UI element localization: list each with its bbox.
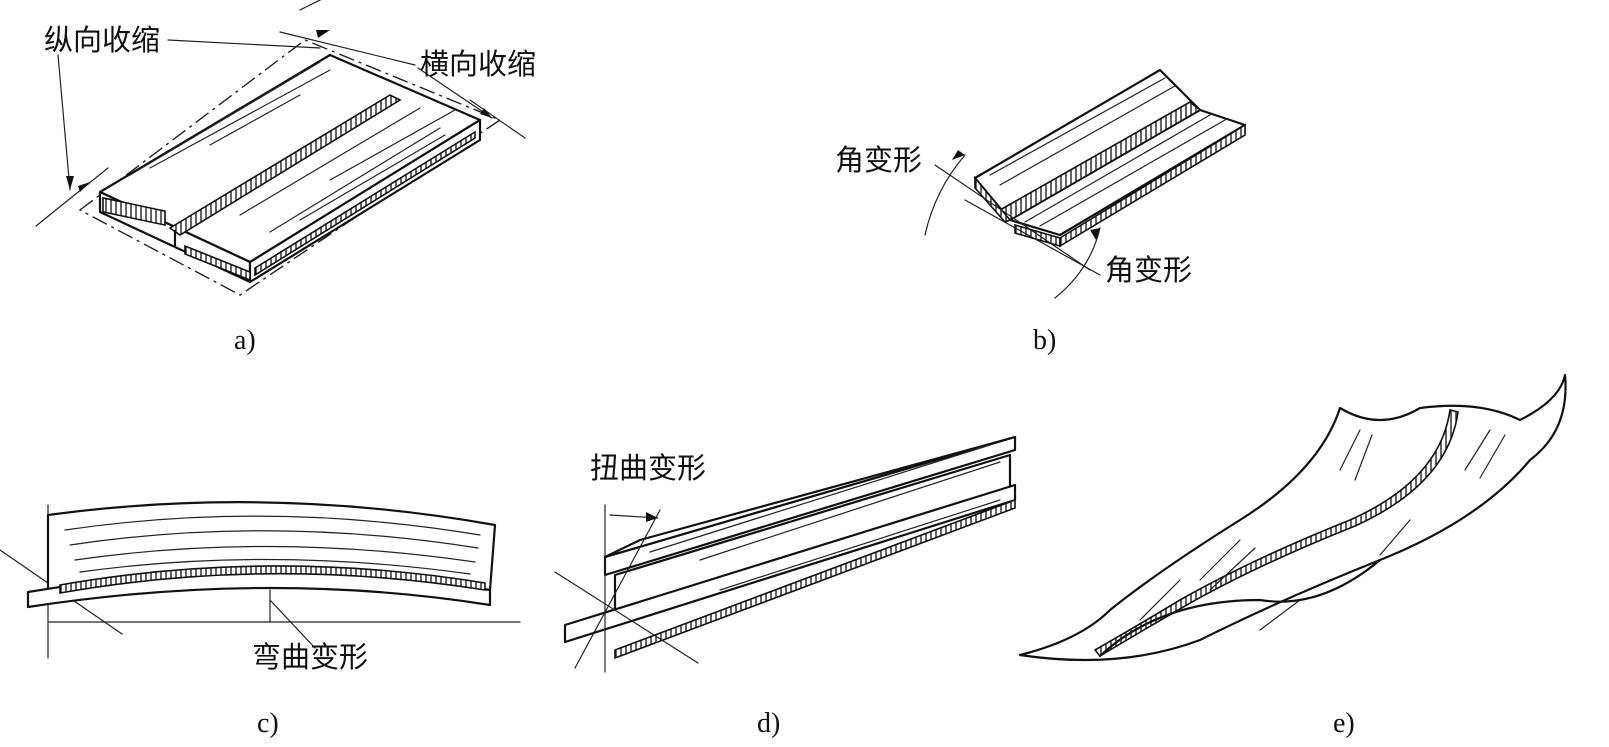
caption-b: b) (1033, 325, 1056, 356)
caption-a: a) (234, 325, 256, 356)
panel-c-bending-distortion: 弯曲变形 c) (0, 501, 521, 739)
label-twisting-distortion: 扭曲变形 (590, 451, 706, 485)
panel-b-angular-distortion: 角变形 角变形 b) (835, 68, 1247, 356)
panel-a-longitudinal-transverse-shrinkage: 纵向收缩 横向收缩 a) (35, 0, 536, 356)
label-angular-distortion-1: 角变形 (835, 143, 922, 177)
label-angular-distortion-2: 角变形 (1105, 253, 1192, 287)
label-transverse-shrinkage: 横向收缩 (420, 47, 536, 81)
label-bending-distortion: 弯曲变形 (252, 640, 368, 674)
panel-e-wavy-distortion: e) (1018, 373, 1567, 739)
caption-e: e) (1333, 708, 1355, 739)
caption-c: c) (257, 708, 279, 739)
caption-d: d) (757, 708, 780, 739)
panel-d-twisting-distortion: 扭曲变形 d) (554, 435, 1017, 739)
label-longitudinal-shrinkage: 纵向收缩 (44, 23, 160, 57)
